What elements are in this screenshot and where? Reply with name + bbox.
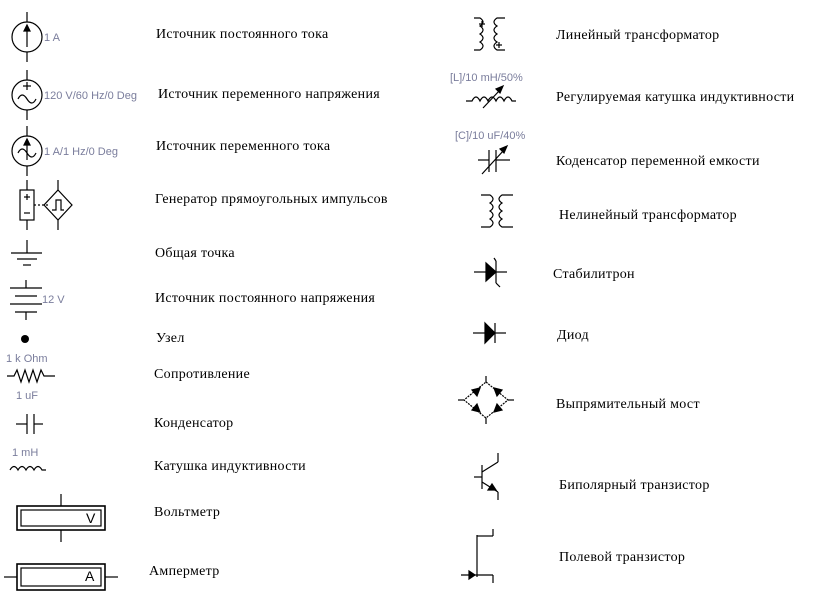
resistor-icon: [7, 368, 55, 384]
dc-voltage-source-icon: [10, 280, 42, 320]
voltmeter-icon: [16, 494, 106, 542]
label-variable-capacitor: Коденсатор переменной емкости: [556, 154, 760, 169]
label-field-effect-transistor: Полевой транзистор: [559, 550, 686, 565]
value-dc-voltage-source: 12 V: [42, 294, 65, 306]
capacitor-icon: [16, 414, 43, 434]
value-ac-voltage-source: 120 V/60 Hz/0 Deg: [44, 90, 137, 102]
label-bipolar-transistor: Биполярный транзистор: [559, 478, 710, 493]
label-resistor: Сопротивление: [154, 367, 250, 382]
nonlinear-transformer-icon: [481, 194, 513, 228]
value-resistor: 1 k Ohm: [6, 353, 48, 365]
label-linear-transformer: Линейный трансформатор: [556, 28, 720, 43]
value-variable-inductor: [L]/10 mH/50%: [450, 72, 523, 84]
value-dc-current-source: 1 A: [44, 32, 60, 44]
ac-voltage-source-icon: [11, 70, 43, 120]
node-dot-icon: [21, 335, 29, 343]
label-node: Узел: [156, 331, 185, 346]
label-variable-inductor: Регулируемая катушка индуктивности: [556, 90, 795, 105]
label-ground: Общая точка: [155, 246, 235, 261]
label-ac-current-source: Источник переменного тока: [156, 139, 331, 154]
value-ac-current-source: 1 A/1 Hz/0 Deg: [44, 146, 118, 158]
linear-transformer-icon: [474, 17, 505, 51]
label-ammeter: Амперметр: [149, 564, 220, 579]
voltmeter-letter: V: [86, 510, 96, 526]
label-zener-diode: Стабилитрон: [553, 267, 635, 282]
label-diode: Диод: [557, 328, 589, 343]
label-nonlinear-transformer: Нелинейный трансформатор: [559, 208, 737, 223]
label-pulse-generator: Генератор прямоугольных импульсов: [155, 192, 388, 207]
bipolar-transistor-icon: [474, 453, 499, 500]
field-effect-transistor-icon: [461, 529, 494, 583]
inductor-icon: [9, 465, 46, 472]
value-capacitor: 1 uF: [16, 390, 39, 402]
dc-current-source-icon: [11, 12, 43, 62]
value-variable-capacitor: [C]/10 uF/40%: [455, 130, 526, 142]
label-voltmeter: Вольтметр: [154, 505, 221, 520]
ground-icon: [11, 240, 42, 266]
ammeter-letter: A: [85, 568, 95, 584]
label-rectifier-bridge: Выпрямительный мост: [556, 397, 700, 412]
label-inductor: Катушка индуктивности: [154, 459, 306, 474]
label-capacitor: Конденсатор: [154, 416, 234, 431]
label-dc-current-source: Источник постоянного тока: [156, 27, 329, 42]
variable-inductor-icon: [466, 84, 516, 109]
ac-current-source-icon: [11, 126, 43, 176]
rectifier-bridge-icon: [458, 376, 514, 424]
diode-icon: [473, 321, 506, 345]
zener-diode-icon: [474, 257, 507, 288]
label-dc-voltage-source: Источник постоянного напряжения: [155, 291, 376, 306]
label-ac-voltage-source: Источник переменного напряжения: [158, 87, 380, 102]
variable-capacitor-icon: [478, 144, 510, 175]
ammeter-icon: [4, 563, 118, 591]
value-inductor: 1 mH: [12, 447, 39, 459]
pulse-generator-icon: [19, 180, 73, 230]
